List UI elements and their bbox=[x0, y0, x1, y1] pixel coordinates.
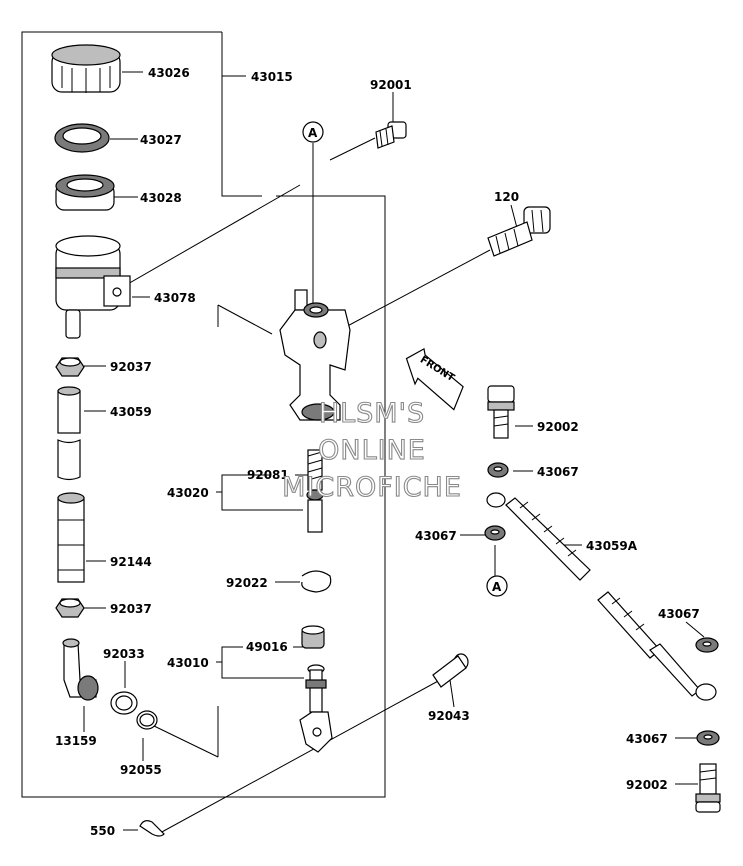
watermark-line1: HLSM'S bbox=[319, 398, 425, 429]
part-master-cylinder bbox=[279, 289, 351, 421]
label-43027: 43027 bbox=[140, 133, 182, 147]
part-brake-hose bbox=[486, 492, 717, 701]
label-43067-c: 43067 bbox=[658, 607, 700, 621]
label-43078: 43078 bbox=[154, 291, 196, 305]
label-92037-lower: 92037 bbox=[110, 602, 152, 616]
part-clip-upper bbox=[55, 357, 85, 377]
ref-a-bottom: A bbox=[486, 575, 508, 597]
label-92001: 92001 bbox=[370, 78, 412, 92]
part-plate bbox=[54, 123, 110, 153]
part-bolt-92001 bbox=[375, 121, 407, 149]
label-92022: 92022 bbox=[226, 576, 268, 590]
part-clip-lower bbox=[55, 598, 85, 618]
part-banjo-bolt-lower bbox=[695, 763, 721, 813]
label-120: 120 bbox=[494, 190, 519, 204]
part-bolt-120 bbox=[487, 206, 551, 257]
label-43067-a: 43067 bbox=[537, 465, 579, 479]
ref-a-top-label: A bbox=[308, 126, 318, 140]
label-43059: 43059 bbox=[110, 405, 152, 419]
part-circlip bbox=[110, 691, 138, 715]
part-cotter-pin bbox=[139, 820, 165, 837]
label-43059A: 43059A bbox=[586, 539, 638, 553]
label-92055: 92055 bbox=[120, 763, 162, 777]
label-43020: 43020 bbox=[167, 486, 209, 500]
part-hose-protector bbox=[57, 492, 85, 583]
part-snap-ring bbox=[301, 570, 332, 593]
label-92002-lower: 92002 bbox=[626, 778, 668, 792]
part-hose-fitting bbox=[62, 638, 99, 701]
leader-lines bbox=[21, 31, 705, 834]
label-550: 550 bbox=[90, 824, 115, 838]
label-92043: 92043 bbox=[428, 709, 470, 723]
part-reservoir-cap bbox=[51, 44, 121, 93]
label-49016: 49016 bbox=[246, 640, 288, 654]
label-92033: 92033 bbox=[103, 647, 145, 661]
label-43015: 43015 bbox=[251, 70, 293, 84]
part-pushrod bbox=[299, 664, 333, 753]
watermark-line2: ONLINE bbox=[318, 435, 426, 466]
label-92144: 92144 bbox=[110, 555, 152, 569]
part-hose-short bbox=[57, 386, 81, 481]
label-43067-d: 43067 bbox=[626, 732, 668, 746]
part-pin bbox=[432, 653, 469, 688]
label-43026: 43026 bbox=[148, 66, 190, 80]
part-boot bbox=[301, 625, 325, 649]
part-o-ring bbox=[136, 710, 158, 730]
label-92037-upper: 92037 bbox=[110, 360, 152, 374]
label-13159: 13159 bbox=[55, 734, 97, 748]
label-92081: 92081 bbox=[247, 468, 289, 482]
part-labels: 43026 43015 92001 43027 43028 120 43078 … bbox=[55, 66, 700, 838]
part-piston-spring bbox=[306, 449, 324, 533]
part-washers-upper bbox=[484, 462, 509, 541]
part-reservoir bbox=[55, 235, 131, 339]
watermark-line3: MICROFICHE bbox=[282, 472, 462, 503]
label-43067-b: 43067 bbox=[415, 529, 457, 543]
part-washers-lower bbox=[695, 637, 720, 746]
label-43028: 43028 bbox=[140, 191, 182, 205]
ref-a-bottom-label: A bbox=[492, 580, 502, 594]
watermark: HLSM'S ONLINE MICROFICHE bbox=[282, 397, 462, 503]
part-diaphragm bbox=[55, 174, 115, 211]
label-92002-upper: 92002 bbox=[537, 420, 579, 434]
ref-a-top: A bbox=[302, 121, 324, 143]
part-banjo-bolt-upper bbox=[487, 385, 515, 439]
label-43010: 43010 bbox=[167, 656, 209, 670]
